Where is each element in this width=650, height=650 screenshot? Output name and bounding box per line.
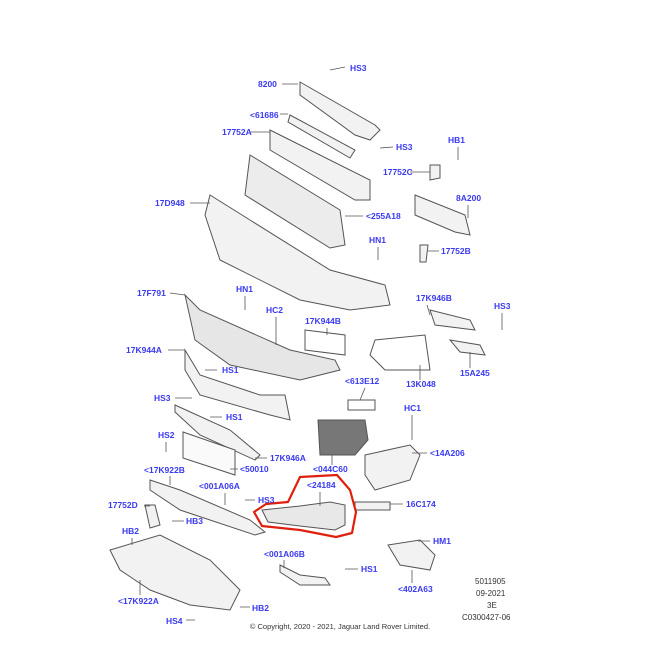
- part-17752C: [429, 164, 441, 181]
- part-17752B: [419, 244, 429, 263]
- callout-label[interactable]: HS3: [258, 495, 275, 505]
- callout-label[interactable]: <61686: [250, 110, 279, 120]
- callout-label[interactable]: <14A206: [430, 448, 465, 458]
- callout-label[interactable]: 8200: [258, 79, 277, 89]
- callout-label[interactable]: <24184: [307, 480, 336, 490]
- callout-label[interactable]: <17K922B: [144, 465, 185, 475]
- part-17K922B: [149, 479, 267, 536]
- callout-label[interactable]: HS1: [361, 564, 378, 574]
- callout-label[interactable]: <402A63: [398, 584, 433, 594]
- callout-label[interactable]: 17K944A: [126, 345, 162, 355]
- part-17K946A: [174, 404, 261, 461]
- callout-label[interactable]: 17K944B: [305, 316, 341, 326]
- part-255A18: [244, 154, 346, 249]
- part-613E12: [347, 399, 376, 411]
- part-15A245: [448, 339, 486, 356]
- part-044C60: [317, 419, 369, 456]
- part-14A206: [364, 444, 421, 491]
- part-8200: [299, 81, 381, 141]
- drawing-reference: C0300427-06: [462, 613, 511, 622]
- part-17K944A: [184, 348, 291, 421]
- part-50010: [182, 431, 236, 476]
- callout-label[interactable]: <001A06A: [199, 481, 240, 491]
- callout-label[interactable]: HS3: [396, 142, 413, 152]
- callout-label[interactable]: <255A18: [366, 211, 401, 221]
- callout-label[interactable]: 15A245: [460, 368, 490, 378]
- drawing-revision: 3E: [487, 601, 497, 610]
- callout-label[interactable]: <044C60: [313, 464, 348, 474]
- callout-label[interactable]: HB2: [122, 526, 140, 536]
- part-17K946B: [429, 309, 476, 331]
- callout-label[interactable]: HB2: [252, 603, 270, 613]
- callout-label[interactable]: 17K946A: [270, 453, 306, 463]
- part-17K922A: [109, 534, 241, 611]
- callout-label[interactable]: 17K946B: [416, 293, 452, 303]
- callout-label[interactable]: 17752B: [441, 246, 471, 256]
- part-001A06B: [279, 564, 331, 586]
- part-17752D: [144, 504, 161, 529]
- callout-label[interactable]: HS3: [154, 393, 171, 403]
- part-402A63: [387, 539, 436, 571]
- callout-label[interactable]: HS4: [166, 616, 183, 626]
- callout-label[interactable]: 17F791: [137, 288, 166, 298]
- callout-label[interactable]: 17D948: [155, 198, 185, 208]
- callout-label[interactable]: 8A200: [456, 193, 482, 203]
- callout-label[interactable]: HM1: [433, 536, 451, 546]
- callout-label[interactable]: HB3: [186, 516, 204, 526]
- callout-label[interactable]: <17K922A: [118, 596, 159, 606]
- part-24184: [261, 501, 346, 531]
- part-13K048: [369, 334, 431, 371]
- callout-label[interactable]: 17752A: [222, 127, 252, 137]
- leader-lines: [131, 66, 503, 621]
- callout-label[interactable]: HB1: [448, 135, 466, 145]
- callout-label[interactable]: <001A06B: [264, 549, 305, 559]
- part-17752A: [269, 129, 371, 201]
- callout-label[interactable]: HN1: [236, 284, 254, 294]
- callout-label[interactable]: HC1: [404, 403, 422, 413]
- callout-label[interactable]: HS3: [494, 301, 511, 311]
- callout-label[interactable]: HC2: [266, 305, 284, 315]
- part-8A200: [414, 194, 471, 236]
- callout-label[interactable]: 16C174: [406, 499, 436, 509]
- callout-label[interactable]: HS3: [350, 63, 367, 73]
- part-17K944B: [304, 329, 346, 356]
- part-17F791-grille: [184, 293, 341, 381]
- highlight-outline: [252, 473, 358, 539]
- callout-label[interactable]: <613E12: [345, 376, 380, 386]
- copyright: © Copyright, 2020 - 2021, Jaguar Land Ro…: [249, 622, 431, 631]
- callout-label[interactable]: 17752D: [108, 500, 138, 510]
- part-17D948: [204, 194, 391, 311]
- callout-label[interactable]: HS1: [222, 365, 239, 375]
- callout-label[interactable]: HN1: [369, 235, 387, 245]
- callout-label[interactable]: HS2: [158, 430, 175, 440]
- part-16C174: [354, 501, 391, 511]
- callout-label[interactable]: 13K048: [406, 379, 436, 389]
- part-61686: [287, 114, 356, 159]
- callout-label[interactable]: HS1: [226, 412, 243, 422]
- callout-label[interactable]: 17752C: [383, 167, 413, 177]
- callout-label[interactable]: <50010: [240, 464, 269, 474]
- drawing-id: 5011905: [475, 577, 506, 586]
- drawing-date: 09-2021: [476, 589, 506, 598]
